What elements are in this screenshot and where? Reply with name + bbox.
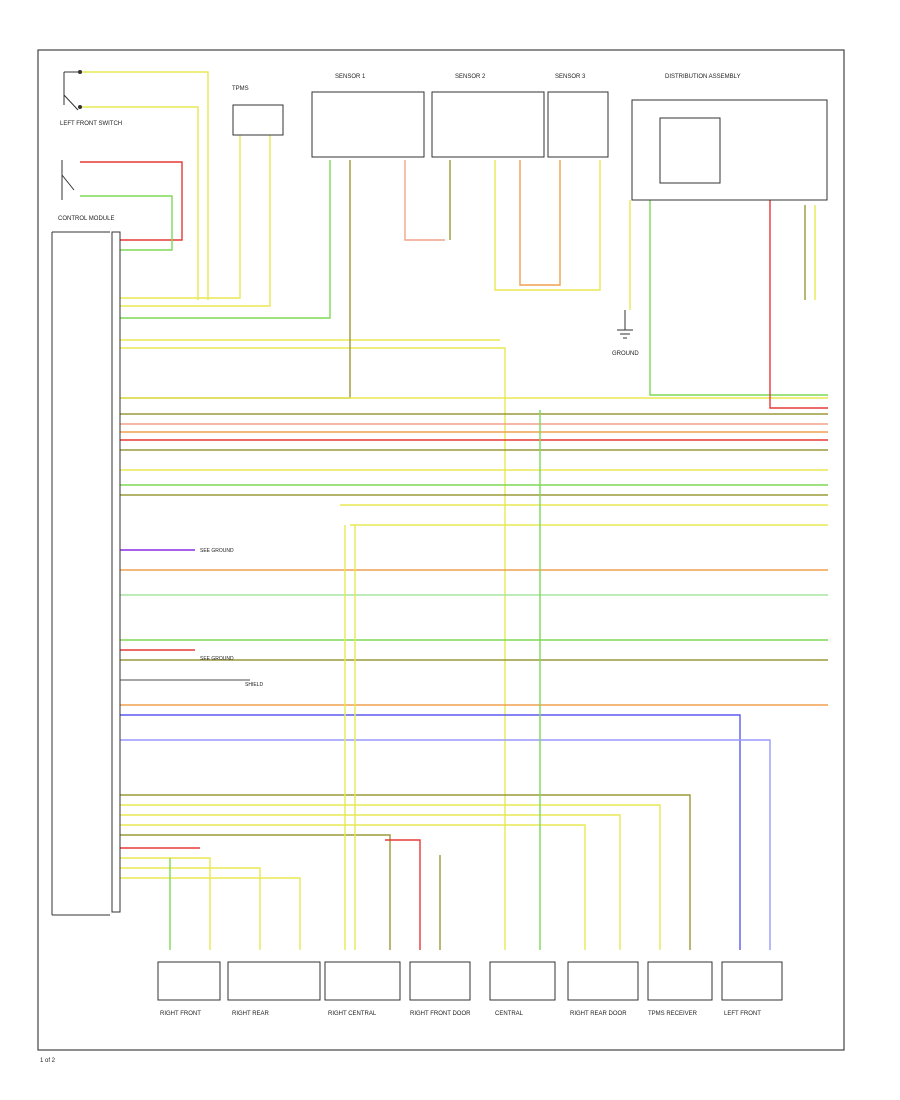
module-connector [111,231,121,913]
label-b1: RIGHT FRONT [160,1011,201,1017]
wire-olive-35 [120,834,391,950]
wire-yellow-37 [120,857,211,950]
sensor3-box [547,91,609,158]
relay-inner-box [659,117,721,184]
label-distribution: DISTRIBUTION ASSEMBLY [665,74,741,80]
wire-green-3 [80,195,173,251]
sensor1-box [311,91,425,158]
wire-blue-29 [120,714,741,950]
wire-yellow-33 [120,814,621,950]
bottom-box-2 [227,961,321,1001]
label-ground: GROUND [612,351,639,357]
label-b5: CENTRAL [495,1011,524,1017]
annotation-shield: SHIELD [245,682,263,688]
wire-lightblue-30 [120,739,771,950]
ground-symbol [617,310,633,339]
page-label: 1 of 2 [40,1058,56,1064]
wire-yellow-46 [494,160,601,291]
label-sensor1: SENSOR 1 [335,74,366,80]
wire-red-50 [769,200,828,409]
wire-yellow-1 [80,106,199,300]
wire-yellow-34 [120,824,586,950]
wire-red-2 [80,161,183,241]
sensor2-box [431,91,545,158]
wire-orange-47 [519,160,561,286]
wire-salmon-44 [404,160,445,241]
left-front-switch [61,70,82,200]
bottom-box-7 [647,961,713,1001]
bottom-box-3 [324,961,401,1001]
label-b7: TPMS RECEIVER [648,1011,698,1017]
tpms-box [232,104,284,136]
wire-olive-31 [120,794,691,950]
bottom-box-1 [157,961,221,1001]
annotation-see-ground-1: SEE GROUND [200,548,234,554]
label-sensor2: SENSOR 2 [455,74,486,80]
wire-yellow-0 [80,71,209,300]
bottom-box-4 [409,961,471,1001]
diagram-frame [37,49,845,1051]
wire-yellow-8 [120,347,506,950]
wire-yellow-39 [120,877,301,950]
bottom-box-6 [567,961,639,1001]
label-b6: RIGHT REAR DOOR [570,1011,627,1017]
annotation-see-ground-2: SEE GROUND [200,656,234,662]
label-b4: RIGHT FRONT DOOR [410,1011,471,1017]
label-switch: LEFT FRONT SWITCH [60,121,122,127]
bottom-box-5 [489,961,556,1001]
wire-yellow-38 [120,867,261,950]
label-sensor3: SENSOR 3 [555,74,586,80]
bottom-box-8 [721,961,783,1001]
label-module: CONTROL MODULE [58,216,114,222]
label-b2: RIGHT REAR [232,1011,270,1017]
label-b8: LEFT FRONT [724,1011,761,1017]
label-tpms: TPMS [232,86,249,92]
wire-green-6 [120,160,331,319]
wire-yellow-32 [120,804,661,950]
wire-green-49 [649,200,828,396]
wire-layer [80,71,828,950]
wire-yellow-5 [120,135,271,307]
wire-red-53 [385,839,421,950]
label-b3: RIGHT CENTRAL [328,1011,377,1017]
wire-yellow-4 [120,135,241,299]
